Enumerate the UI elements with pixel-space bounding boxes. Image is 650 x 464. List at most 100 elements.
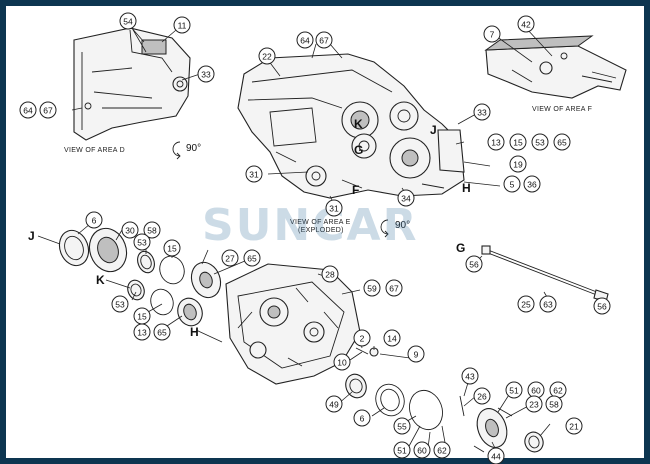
callout-m-31a: 31	[245, 165, 263, 183]
callout-circle	[143, 221, 161, 239]
callout-m-67: 67	[315, 31, 333, 49]
callout-number: 5	[510, 180, 515, 190]
callout-number: 26	[477, 392, 487, 402]
callout-circle	[19, 101, 37, 119]
callout-number: 65	[557, 138, 567, 148]
callout-m-36: 36	[523, 175, 541, 193]
callout-number: 42	[521, 20, 531, 30]
callout-number: 65	[157, 328, 167, 338]
callout-circle	[119, 12, 137, 30]
callout-number: 43	[465, 372, 475, 382]
callout-circle	[465, 255, 483, 273]
callout-g-56b: 56	[593, 297, 611, 315]
callout-circle	[393, 441, 411, 459]
section-letter-g-lower: G	[456, 241, 465, 255]
callout-circle	[407, 345, 425, 363]
callout-m-15: 15	[509, 133, 527, 151]
callout-circle	[503, 175, 521, 193]
callout-m-65: 65	[553, 133, 571, 151]
callout-d-54: 54	[119, 12, 137, 30]
callout-g-56a: 56	[465, 255, 483, 273]
callout-circle	[163, 239, 181, 257]
callout-l-15b: 15	[133, 307, 151, 325]
callout-circle	[258, 47, 276, 65]
callout-number: 21	[569, 422, 579, 432]
suncar-watermark: SUNCAR	[202, 200, 418, 251]
callout-circle	[483, 25, 501, 43]
callout-l-26: 26	[473, 387, 491, 405]
callout-number: 33	[477, 108, 487, 118]
callout-l-62b: 62	[433, 441, 451, 459]
callout-d-64: 64	[19, 101, 37, 119]
callout-circle	[121, 221, 139, 239]
callout-circle	[593, 297, 611, 315]
callout-m-22: 22	[258, 47, 276, 65]
callout-m-53: 53	[531, 133, 549, 151]
callout-number: 27	[225, 254, 235, 264]
callout-number: 23	[529, 400, 539, 410]
callout-number: 44	[491, 452, 501, 462]
callout-l-6b: 6	[353, 409, 371, 427]
callout-l-65b: 65	[153, 323, 171, 341]
callout-number: 34	[401, 194, 411, 204]
area-d-caption: VIEW OF AREA D 90°	[64, 141, 201, 160]
area-f-bracket	[484, 35, 627, 99]
callout-l-59: 59	[363, 279, 381, 297]
callout-number: 28	[325, 270, 335, 280]
callout-number: 7	[490, 30, 495, 40]
callout-number: 25	[521, 300, 531, 310]
section-letter-j-lower: J	[28, 229, 35, 243]
callout-circle	[133, 233, 151, 251]
callout-l-43: 43	[461, 367, 479, 385]
section-letter-f-upper: F	[352, 183, 359, 197]
callout-circle	[243, 249, 261, 267]
callout-circle	[487, 133, 505, 151]
callout-circle	[153, 323, 171, 341]
callout-m-33: 33	[473, 103, 491, 121]
exploded-parts-diagram: VIEW OF AREA D 90° VIEW OF AREA F VIEW O…	[12, 12, 650, 464]
callout-number: 60	[417, 446, 427, 456]
section-letter-h-lower: H	[190, 325, 199, 339]
section-letters: K J G F H J K G H	[28, 117, 471, 339]
section-letter-j-upper: J	[430, 123, 437, 137]
callout-circle	[333, 353, 351, 371]
callout-m-19: 19	[509, 155, 527, 173]
callout-circle	[433, 441, 451, 459]
callout-g-25: 25	[517, 295, 535, 313]
callout-number: 59	[367, 284, 377, 294]
callout-number: 60	[531, 386, 541, 396]
callout-number: 22	[262, 52, 272, 62]
callout-circle	[393, 417, 411, 435]
callout-number: 65	[247, 254, 257, 264]
callout-number: 6	[360, 414, 365, 424]
callout-l-6a: 6	[85, 211, 103, 229]
callout-number: 51	[509, 386, 519, 396]
callout-number: 56	[469, 260, 479, 270]
callout-f-7: 7	[483, 25, 501, 43]
callout-number: 14	[387, 334, 397, 344]
callout-l-65a: 65	[243, 249, 261, 267]
callout-circle	[487, 447, 505, 464]
callout-number: 64	[300, 36, 310, 46]
callout-circle	[385, 279, 403, 297]
callout-number: 58	[147, 226, 157, 236]
callout-circle	[221, 249, 239, 267]
callout-number: 55	[397, 422, 407, 432]
callout-l-2: 2	[353, 329, 371, 347]
callout-circle	[197, 65, 215, 83]
callout-circle	[531, 133, 549, 151]
main-transmission-housing	[237, 53, 465, 199]
callout-d-11: 11	[173, 16, 191, 34]
callout-number: 53	[137, 238, 147, 248]
callout-number: 67	[43, 106, 53, 116]
callout-number: 15	[137, 312, 147, 322]
callout-number: 2	[360, 334, 365, 344]
callout-circle	[39, 101, 57, 119]
callout-number: 33	[201, 70, 211, 80]
callout-number: 53	[535, 138, 545, 148]
callout-number: 51	[397, 446, 407, 456]
callout-number: 13	[137, 328, 147, 338]
callout-number: 36	[527, 180, 537, 190]
callout-number: 9	[414, 350, 419, 360]
